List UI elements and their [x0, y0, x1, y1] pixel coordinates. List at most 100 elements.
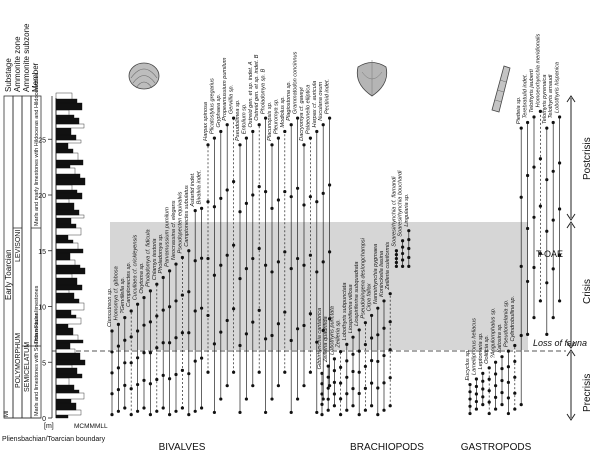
taxon-label: Parvamussium pumilum — [165, 207, 171, 267]
header-substage: Substage — [4, 58, 13, 92]
axis-tick-label: 5 — [42, 360, 46, 367]
strat-dividers — [4, 227, 41, 419]
occurrence-dot — [129, 335, 133, 339]
taxon-label: Gervillia sp. — [229, 85, 235, 114]
occurrence-dot — [506, 380, 510, 384]
occurrence-dot — [257, 308, 261, 313]
occurrence-dot — [251, 193, 255, 197]
lithology-bed — [55, 209, 80, 216]
lithologic-log — [55, 92, 86, 419]
occurrence-dot — [382, 326, 386, 330]
occurrence-dot — [506, 411, 510, 416]
lithology-bed — [55, 248, 84, 254]
occurrence-dot — [200, 206, 204, 210]
occurrence-dot — [326, 386, 330, 390]
occurrence-dot — [558, 161, 562, 165]
occurrence-dot — [110, 371, 114, 375]
occurrence-dot — [308, 195, 312, 199]
occurrence-dot — [388, 348, 392, 352]
taxon-label: Pectinid indet. — [325, 79, 331, 114]
taxon-label: Camptonectes subulatus — [184, 185, 190, 247]
occurrence-dot — [116, 322, 120, 326]
occurrence-dot — [551, 267, 555, 271]
occurrence-dot — [225, 318, 229, 323]
occurrence-dot — [148, 413, 152, 417]
toae-label: T-OAE — [536, 249, 563, 259]
occurrence-dot — [407, 255, 411, 260]
lithology-bed — [55, 117, 80, 125]
occurrence-dot — [123, 361, 127, 365]
taxon-label: ?Angulomphalus sp. — [491, 308, 497, 359]
occurrence-dot — [394, 253, 398, 257]
zone-polymorphum: POLYMORPHUM — [15, 333, 22, 388]
occurrence-dot — [532, 115, 536, 119]
occurrence-dot — [339, 381, 343, 385]
occurrence-dot — [545, 281, 549, 285]
occurrence-dot — [264, 190, 268, 194]
occurrence-dot — [487, 411, 491, 416]
taxon-label: Pseudopecten equivalvis — [177, 191, 183, 253]
phase-precrisis: Precrisis — [582, 374, 593, 412]
taxon-label: Lamelliphorus heliacus — [471, 318, 477, 375]
occurrence-dot — [155, 377, 159, 382]
occurrence-dot — [388, 320, 392, 324]
taxon-label: Soaresirhynchia bouchardi — [398, 170, 404, 237]
occurrence-dot — [382, 381, 386, 385]
occurrence-dot — [357, 328, 361, 332]
occurrence-dot — [200, 406, 204, 410]
occurrence-dot — [345, 342, 349, 347]
occurrence-dot — [136, 382, 140, 387]
taxon-label: Zeilleria culeiformis — [385, 242, 391, 291]
occurrence-dot — [558, 253, 562, 257]
occurrence-dot — [538, 251, 543, 256]
taxon-label: Harpax spinosa — [203, 102, 209, 141]
occurrence-dot — [296, 256, 300, 261]
lithology-bed — [55, 184, 73, 191]
occurrence-dot — [110, 392, 114, 396]
occurrence-dot — [351, 386, 355, 391]
taxon-label: Lobothyris punctata — [329, 306, 335, 355]
header-member: Member — [31, 62, 40, 92]
occurrence-dot — [494, 360, 498, 364]
lithology-bed — [55, 192, 83, 200]
occurrence-dot — [519, 195, 523, 199]
occurrence-dot — [339, 350, 343, 354]
occurrence-dot — [193, 309, 197, 313]
occurrence-dot — [545, 229, 549, 233]
lithology-code: MCMMMLL — [74, 423, 108, 430]
occurrence-dot — [376, 333, 380, 337]
occurrence-dot — [326, 364, 330, 368]
occurrence-dot — [328, 250, 332, 254]
occurrence-dot — [357, 349, 361, 353]
occurrence-dot — [193, 209, 197, 213]
occurrence-dot — [315, 200, 319, 204]
taxon-label: Ooliticia sp. — [484, 335, 490, 364]
occurrence-dot — [296, 116, 300, 120]
lithology-bed — [55, 127, 72, 136]
occurrence-dot — [283, 129, 287, 134]
occurrence-dot — [123, 316, 127, 320]
taxon-label: Leptomaria sp. — [478, 332, 484, 369]
member-3: Marls and marly limestones with Hildocer… — [34, 73, 40, 226]
occurrence-dot — [407, 264, 411, 268]
group-label-gastropods: GASTROPODS — [461, 442, 532, 453]
taxon-label: Chlamys textoria — [152, 239, 158, 281]
occurrence-dot — [328, 384, 332, 388]
occurrence-dot — [315, 270, 319, 274]
taxon-label: Telothyris pyrenaica — [542, 75, 548, 125]
occurrence-dot — [526, 279, 530, 284]
occurrence-dot — [326, 408, 330, 412]
occurrence-dot — [270, 206, 274, 210]
occurrence-dot — [326, 397, 330, 401]
lithology-bed — [55, 367, 78, 375]
occurrence-dot — [308, 370, 312, 374]
lithology-bed — [55, 342, 71, 350]
occurrence-dot — [468, 411, 472, 416]
taxon-label: Gryphaea sp. — [216, 94, 222, 128]
occurrence-dot — [168, 341, 172, 345]
occurrence-dot — [345, 408, 349, 412]
occurrence-dot — [315, 340, 319, 344]
lithology-bed — [55, 359, 86, 366]
occurrence-dot — [401, 251, 405, 256]
